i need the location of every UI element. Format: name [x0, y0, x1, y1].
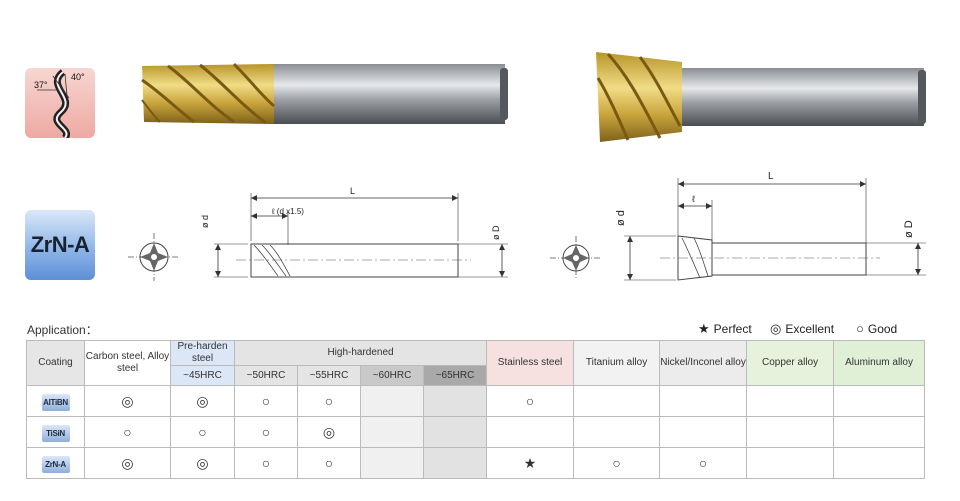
rating-cell: ○	[486, 385, 575, 417]
header-coating: Coating	[26, 340, 85, 386]
header-titanium: Titanium alloy	[573, 340, 661, 386]
rating-cell: ◎	[84, 385, 171, 417]
header-copper: Copper alloy	[746, 340, 835, 386]
coating-cell: AlTiBN	[26, 385, 85, 417]
coating-cell: ZrN-A	[26, 447, 85, 479]
rating-cell: ○	[234, 447, 298, 479]
header-65hrc: ~65HRC	[422, 365, 488, 386]
rating-cell	[833, 385, 926, 417]
rating-cell: ○	[84, 416, 171, 448]
flute-length-label-right: ℓ	[692, 194, 696, 204]
shank-dia-label-left: ø D	[491, 225, 501, 241]
rating-cell	[746, 447, 835, 479]
rating-cell	[486, 416, 575, 448]
flute-length-label-left: ℓ (d x1.5)	[271, 207, 304, 216]
coating-tag: TiSiN	[41, 424, 70, 442]
rating-cell	[659, 385, 748, 417]
rating-cell	[360, 385, 424, 417]
length-label-right: L	[768, 171, 774, 182]
cut-dia-label-right: ø d	[615, 210, 627, 226]
table-row: TiSiN○○○◎	[26, 416, 926, 448]
end-view-drawing-left	[128, 233, 180, 281]
header-pre-harden: Pre-harden steel	[170, 340, 235, 366]
cut-dia-label-left: ø d	[200, 214, 210, 228]
legend-excellent: ◎ Excellent	[770, 321, 835, 336]
shank-dia-label-right: ø D	[903, 220, 915, 238]
rating-cell: ◎	[170, 385, 235, 417]
rating-cell	[422, 416, 488, 448]
application-table: Coating Carbon steel, Alloy steel Pre-ha…	[26, 340, 926, 479]
rating-cell	[746, 416, 835, 448]
table-row: ZrN-A◎◎○○★○○	[26, 447, 926, 479]
header-high-hardened: High-hardened	[233, 340, 488, 366]
helix-icon: 37° 40°	[34, 69, 85, 138]
header-stainless: Stainless steel	[486, 340, 575, 386]
header-50hrc: ~50HRC	[234, 365, 298, 386]
end-mill-photo-left	[141, 62, 508, 125]
coating-tag: ZrN-A	[41, 455, 70, 473]
rating-cell: ◎	[297, 416, 361, 448]
side-view-drawing-right: L ℓ	[624, 171, 926, 281]
coating-tag: AlTiBN	[41, 393, 70, 411]
header-aluminum: Aluminum alloy	[833, 340, 926, 386]
rating-cell: ○	[573, 447, 661, 479]
rating-cell	[746, 385, 835, 417]
header-60hrc: ~60HRC	[360, 365, 424, 386]
rating-cell: ○	[297, 447, 361, 479]
coating-cell: TiSiN	[26, 416, 85, 448]
helix-angle-badge: 37° 40°	[25, 68, 95, 138]
rating-cell	[573, 416, 661, 448]
side-view-drawing-left: L ℓ (d x1.5)	[214, 186, 508, 278]
application-label: Application：	[27, 323, 98, 337]
rating-cell: ○	[659, 447, 748, 479]
rating-cell	[833, 416, 926, 448]
rating-cell: ○	[234, 385, 298, 417]
rating-cell: ○	[297, 385, 361, 417]
rating-cell	[659, 416, 748, 448]
end-mill-photo-right	[596, 52, 926, 142]
header-carbon-steel: Carbon steel, Alloy steel	[84, 340, 171, 386]
rating-cell	[573, 385, 661, 417]
length-label-left: L	[350, 186, 355, 196]
rating-cell	[360, 416, 424, 448]
header-nickel: Nickel/Inconel alloy	[659, 340, 748, 386]
rating-cell: ★	[486, 447, 575, 479]
rating-cell: ◎	[84, 447, 171, 479]
table-row: AlTiBN◎◎○○○	[26, 385, 926, 417]
rating-cell	[422, 385, 488, 417]
legend-perfect: ★ Perfect	[698, 321, 752, 336]
header-55hrc: ~55HRC	[297, 365, 361, 386]
rating-cell	[833, 447, 926, 479]
rating-cell	[422, 447, 488, 479]
rating-cell	[360, 447, 424, 479]
legend-good: ○ Good	[856, 321, 898, 336]
header-45hrc: ~45HRC	[170, 365, 235, 386]
rating-cell: ○	[170, 416, 235, 448]
rating-cell: ○	[234, 416, 298, 448]
end-view-drawing-right	[550, 236, 602, 280]
helix-angle-b: 40°	[71, 72, 85, 82]
helix-angle-a: 37°	[34, 80, 48, 90]
coating-badge: ZrN-A	[25, 210, 95, 280]
rating-cell: ◎	[170, 447, 235, 479]
